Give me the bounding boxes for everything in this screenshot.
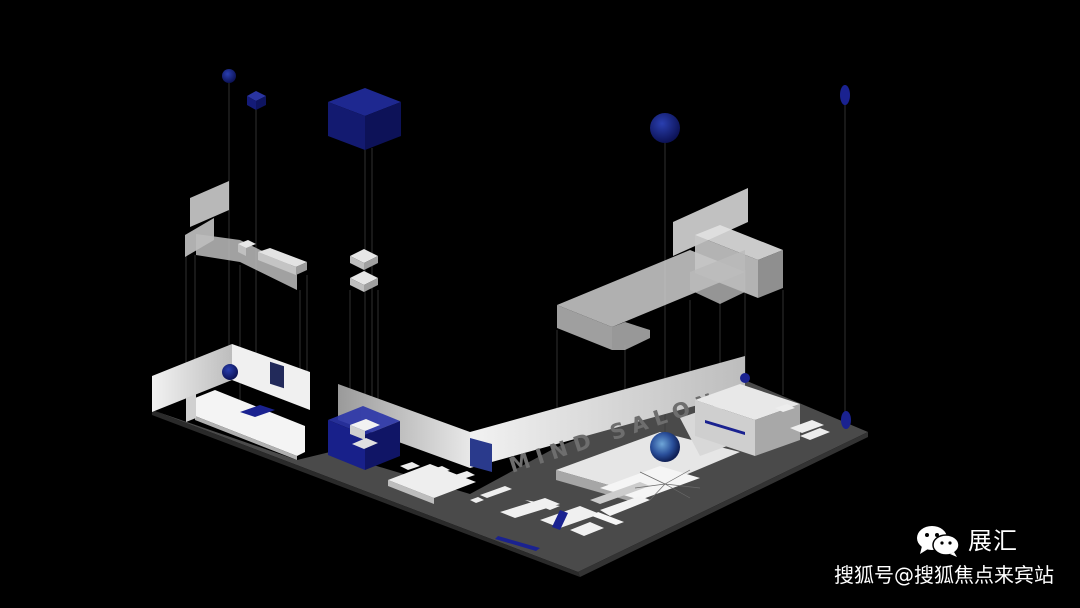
wechat-icon	[917, 526, 960, 557]
ceiling-panels-right	[557, 188, 783, 350]
floating-cube-large	[328, 88, 401, 150]
left-room	[152, 344, 310, 460]
floating-sphere-large	[650, 113, 680, 143]
watermark-source: 搜狐号@搜狐焦点来宾站	[834, 563, 1054, 587]
watermark-brand: 展汇	[968, 527, 1018, 555]
ceiling-panels-left	[185, 181, 307, 290]
reception-counter	[695, 373, 800, 456]
ceiling-panels-center	[350, 249, 378, 292]
floating-sphere-small	[222, 69, 236, 83]
globe-sculpture	[634, 432, 701, 501]
floating-disc-right	[840, 85, 850, 105]
floating-cube-small	[247, 91, 266, 110]
side-tables	[775, 404, 851, 440]
lounge-furniture	[388, 462, 512, 504]
blue-cube-booth	[328, 406, 400, 470]
work-tables	[495, 498, 624, 551]
watermark: 展汇 搜狐号@搜狐焦点来宾站	[794, 524, 1054, 594]
